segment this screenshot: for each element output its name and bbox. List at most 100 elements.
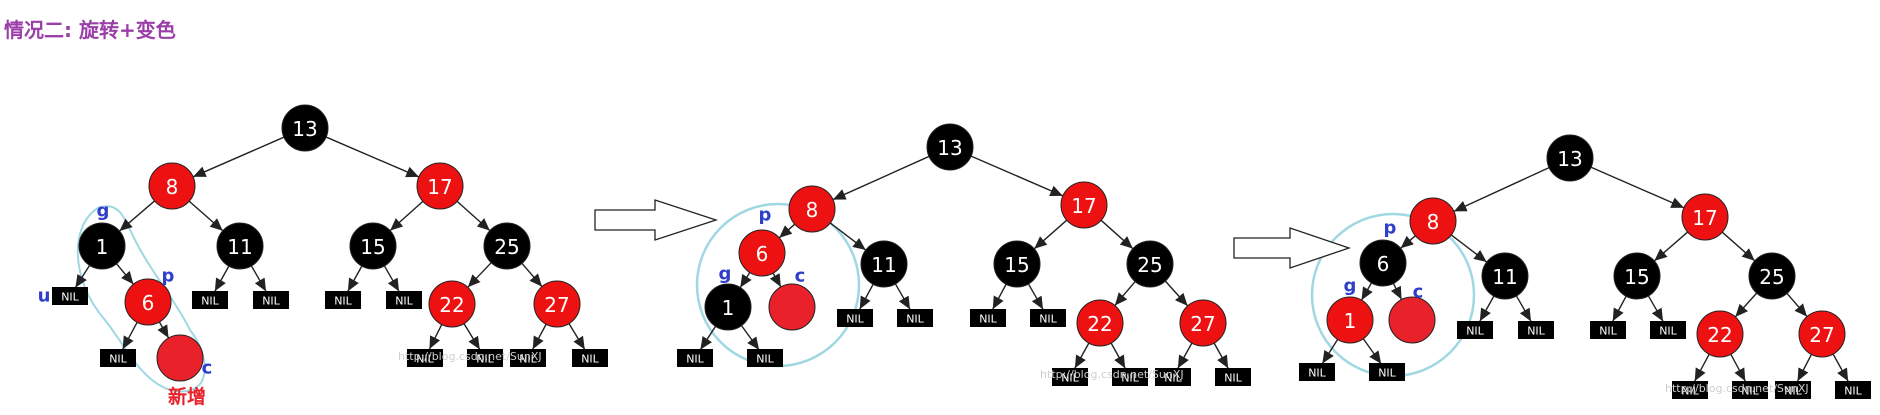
node-label: 22: [1087, 312, 1112, 336]
tree-edge: [1360, 282, 1373, 301]
tree-node-27: [1179, 299, 1227, 347]
nil-edge: [250, 265, 267, 292]
nil-label: NIL: [1164, 372, 1182, 385]
nil-leaf: [253, 291, 289, 309]
nil-leaf: [1215, 368, 1251, 386]
node-tag-c: c: [795, 266, 806, 287]
nil-label: NIL: [1061, 372, 1079, 385]
nil-leaf: [1835, 381, 1871, 399]
nil-label: NIL: [262, 295, 280, 308]
node-label: 15: [1004, 253, 1029, 277]
tree-node-22: [1696, 310, 1744, 358]
nil-leaf: [1299, 363, 1335, 381]
nil-label: NIL: [1121, 372, 1139, 385]
nil-label: NIL: [476, 353, 494, 366]
node-label: 11: [1492, 265, 1517, 289]
nil-label: NIL: [1784, 385, 1802, 398]
tree-edge: [188, 200, 224, 232]
watermark-2: http://blog.csdn.net/SunXJ: [1040, 368, 1184, 381]
tree-node-13: [926, 123, 974, 171]
nil-edge: [428, 324, 443, 350]
tree-node-22: [428, 280, 476, 328]
tree-node-8: [1409, 197, 1457, 245]
node-label: 22: [1707, 323, 1732, 347]
nil-label: NIL: [334, 295, 352, 308]
tree-edges: [74, 136, 1849, 382]
nil-edge: [1515, 295, 1532, 322]
tree-node-new: [768, 283, 816, 331]
nil-edge: [214, 265, 230, 292]
tree-node-6: [738, 229, 786, 277]
tree-node-15: [1613, 252, 1661, 300]
node-label: 1: [722, 296, 735, 320]
node-label: 17: [1071, 194, 1096, 218]
tree-edge: [1100, 219, 1134, 250]
nil-label: NIL: [1308, 367, 1326, 380]
node-label: 25: [494, 235, 519, 259]
tree-node-1: [704, 283, 752, 331]
tree-edge: [829, 222, 867, 251]
nil-leaf: [1155, 368, 1191, 386]
nil-edge: [1027, 283, 1044, 310]
nil-edge: [859, 283, 874, 310]
node-label: 27: [1190, 312, 1215, 336]
tree-edge: [1786, 292, 1808, 318]
tree-node-6: [124, 278, 172, 326]
tree-node-6: [1359, 239, 1407, 287]
node-tag-p: p: [759, 205, 772, 226]
nil-edge: [1110, 342, 1126, 369]
nil-edge: [1074, 342, 1090, 369]
tree-edge: [832, 155, 930, 201]
node-label: 1: [1344, 309, 1357, 333]
tree-node-15: [993, 240, 1041, 288]
nil-edge: [122, 321, 138, 350]
node-tag-u: u: [38, 286, 51, 307]
nil-label: NIL: [201, 295, 219, 308]
nil-leaf: [1030, 309, 1066, 327]
nil-label: NIL: [756, 353, 774, 366]
nil-leaf: [1732, 381, 1768, 399]
tree-edge: [456, 200, 491, 232]
node-label: 17: [1692, 206, 1717, 230]
tree-edge: [970, 155, 1064, 197]
diagram-title: 情况二: 旋转+变色: [4, 18, 176, 42]
nil-label: NIL: [416, 353, 434, 366]
tree-edge: [1164, 280, 1189, 307]
nil-label: NIL: [1844, 385, 1862, 398]
node-tag-g: g: [719, 264, 732, 285]
tree-edge: [157, 321, 170, 339]
node-label: 27: [1809, 323, 1834, 347]
node-label: 6: [1377, 252, 1390, 276]
tree-node-27: [1798, 310, 1846, 358]
nil-label: NIL: [906, 313, 924, 326]
tree-node-1: [1326, 296, 1374, 344]
nil-edge: [699, 325, 717, 350]
nil-edge: [532, 323, 547, 350]
tree-node-new: [156, 334, 204, 382]
tree-node-11: [860, 240, 908, 288]
nil-edge: [1694, 353, 1710, 382]
nil-label: NIL: [686, 353, 704, 366]
nil-label: NIL: [1599, 325, 1617, 338]
tree-edge: [1734, 292, 1758, 318]
tree-node-new: [1388, 296, 1436, 344]
node-tag-g: g: [97, 201, 110, 222]
tree-node-25: [1748, 252, 1796, 300]
nil-edge: [74, 264, 91, 288]
nil-label: NIL: [1527, 325, 1545, 338]
tree-node-22: [1076, 299, 1124, 347]
nil-leaf: [572, 349, 608, 367]
nil-leaf: [325, 291, 361, 309]
tree-edge: [1453, 166, 1550, 213]
nil-leaf: [510, 349, 546, 367]
tree-edge: [769, 272, 782, 288]
nil-label: NIL: [1466, 325, 1484, 338]
nil-label: NIL: [61, 291, 79, 304]
node-label: 13: [292, 117, 317, 141]
highlight-outline-1: [76, 205, 206, 393]
nil-edge: [1362, 338, 1382, 365]
nil-leaf: [1672, 381, 1708, 399]
nil-edge: [463, 323, 481, 350]
tree-node-8: [788, 185, 836, 233]
tree-edge: [1400, 235, 1416, 249]
